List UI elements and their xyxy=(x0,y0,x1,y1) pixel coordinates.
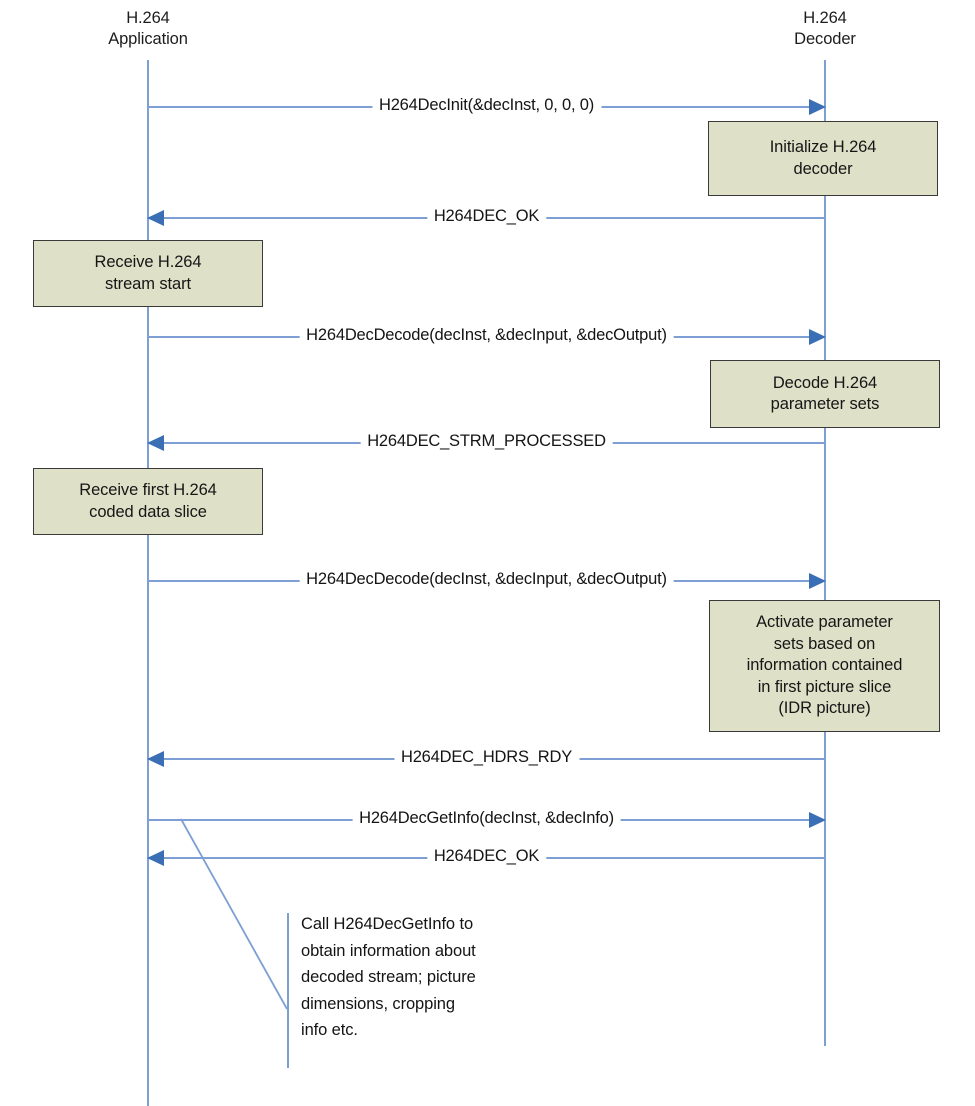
lifeline-application xyxy=(147,60,149,1106)
message-label: H264DEC_STRM_PROCESSED xyxy=(360,431,613,451)
arrowhead-right-icon xyxy=(809,573,826,589)
lifeline-decoder xyxy=(824,60,826,1046)
arrowhead-left-icon xyxy=(147,751,164,767)
message-label: H264DEC_HDRS_RDY xyxy=(393,747,580,767)
message-label: H264DecInit(&decInst, 0, 0, 0) xyxy=(371,95,602,115)
arrowhead-left-icon xyxy=(147,210,164,226)
arrowhead-right-icon xyxy=(809,812,826,828)
note-receive-first-slice: Receive first H.264 coded data slice xyxy=(33,468,263,535)
callout-getinfo-explanation: Call H264DecGetInfo to obtain informatio… xyxy=(287,913,567,1068)
arrowhead-left-icon xyxy=(147,850,164,866)
message-label: H264DEC_OK xyxy=(426,846,547,866)
message-label: H264DecDecode(decInst, &decInput, &decOu… xyxy=(299,569,674,589)
note-receive-stream-start: Receive H.264 stream start xyxy=(33,240,263,307)
actor-header-decoder: H.264 Decoder xyxy=(794,9,856,49)
message-label: H264DEC_OK xyxy=(426,206,547,226)
actor-header-application: H.264 Application xyxy=(108,9,188,49)
callout-bar xyxy=(287,913,289,1068)
note-activate-parameter-sets: Activate parameter sets based on informa… xyxy=(709,600,940,732)
arrowhead-right-icon xyxy=(809,99,826,115)
message-label: H264DecGetInfo(decInst, &decInfo) xyxy=(352,808,621,828)
arrowhead-right-icon xyxy=(809,329,826,345)
arrowhead-left-icon xyxy=(147,435,164,451)
note-initialize-decoder: Initialize H.264 decoder xyxy=(708,121,938,196)
message-label: H264DecDecode(decInst, &decInput, &decOu… xyxy=(299,325,674,345)
callout-text: Call H264DecGetInfo to obtain informatio… xyxy=(301,915,476,1039)
note-decode-parameter-sets: Decode H.264 parameter sets xyxy=(710,360,940,428)
